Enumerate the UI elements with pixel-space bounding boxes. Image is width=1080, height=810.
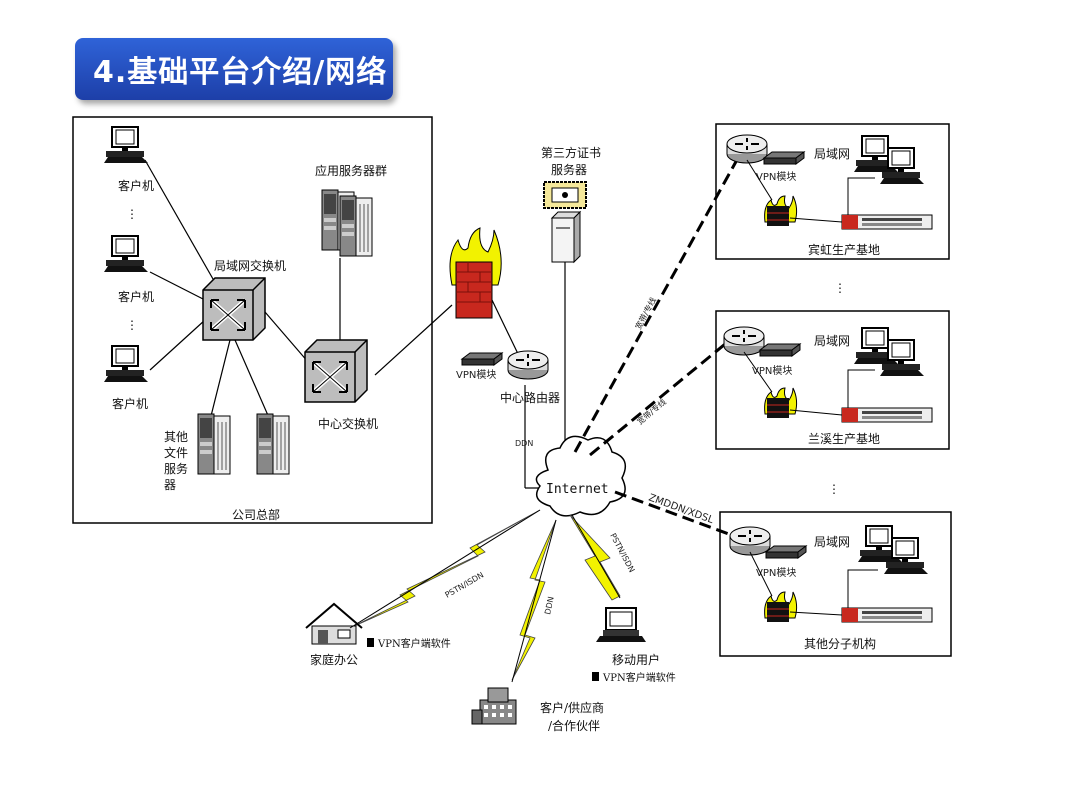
- branch3-link-label: ZMDDN/XDSL: [647, 492, 715, 526]
- center-vpn-label: VPN模块: [456, 369, 496, 381]
- client-ellipsis-2: ⋮: [126, 318, 138, 332]
- branch1-vpn-label: VPN模块: [756, 171, 796, 183]
- vpn-module-icon: [461, 352, 503, 366]
- home-office-label: 家庭办公: [310, 652, 358, 667]
- center-router-label: 中心路由器: [500, 390, 560, 405]
- client-label-2: 客户机: [118, 289, 154, 304]
- wan-links: [573, 157, 746, 542]
- laptop-icon: [596, 607, 646, 642]
- branch3-lan-label: 局域网: [814, 535, 850, 549]
- core-switch-label: 中心交换机: [318, 416, 378, 431]
- client-label-1: 客户机: [118, 178, 154, 193]
- partner-label-2: /合作伙伴: [548, 718, 600, 733]
- branch3-name: 其他分子机构: [804, 636, 876, 651]
- certificate-icon: [543, 181, 587, 209]
- app-server-icon: [339, 195, 373, 257]
- branch-ellipsis-2: ⋮: [828, 482, 840, 496]
- app-servers-label: 应用服务器群: [315, 163, 387, 178]
- firewall-icon: [449, 227, 502, 319]
- file-server-label-1: 其他: [164, 430, 188, 444]
- center-links: [491, 262, 566, 489]
- branch-site-3: VPN模块 局域网 其他分子机构: [719, 511, 952, 657]
- partner-label-1: 客户/供应商: [540, 700, 604, 715]
- internet-label: Internet: [546, 482, 609, 497]
- page-title: 4.基础平台介绍/网络: [93, 55, 388, 90]
- hq-links: [144, 159, 453, 421]
- partner-link-label: DDN: [543, 596, 556, 616]
- lightning-links: [349, 509, 621, 681]
- core-switch-icon: [303, 338, 369, 404]
- hq-boundary: [72, 116, 433, 524]
- branch1-name: 宾虹生产基地: [808, 242, 880, 257]
- file-server-label-3: 服务: [164, 461, 188, 476]
- branch2-name: 兰溪生产基地: [808, 432, 880, 446]
- branch1-lan-label: 局域网: [814, 147, 850, 161]
- hq-caption: 公司总部: [232, 507, 280, 522]
- mobile-user-label: 移动用户: [612, 652, 660, 667]
- file-server-label-4: 器: [164, 478, 176, 492]
- mobile-vpn-label: VPN客户端软件: [602, 671, 676, 684]
- home-office-icon: [305, 602, 363, 645]
- branch-site-2: VPN模块 局域网 兰溪生产基地: [715, 310, 950, 450]
- file-server-icon: [256, 413, 290, 475]
- branch-site-1: VPN模块 局域网 宾虹生产基地: [715, 123, 950, 260]
- mobile-link-label: PSTN/ISDN: [608, 532, 636, 574]
- client-ellipsis-1: ⋮: [126, 207, 138, 221]
- document-icon: [367, 638, 374, 647]
- ca-label-1: 第三方证书: [541, 145, 601, 160]
- ca-server-icon: [550, 210, 582, 264]
- branch3-vpn-label: VPN模块: [756, 567, 796, 579]
- title-banner: 4.基础平台介绍/网络: [75, 38, 393, 100]
- building-icon: [471, 687, 517, 725]
- home-vpn-label: VPN客户端软件: [377, 637, 451, 650]
- center-router-icon: [507, 350, 549, 380]
- home-link-label: PSTN/ISDN: [444, 570, 486, 599]
- branch-ellipsis-1: ⋮: [834, 281, 846, 295]
- ddn-label: DDN: [515, 439, 533, 448]
- lan-switch-icon: [201, 276, 267, 342]
- document-icon: [592, 672, 599, 681]
- branch2-link-label: 宽带/专线: [635, 397, 668, 427]
- ca-label-2: 服务器: [551, 162, 587, 177]
- file-server-label-2: 文件: [164, 445, 188, 460]
- file-server-icon: [197, 413, 231, 475]
- branch2-lan-label: 局域网: [814, 334, 850, 348]
- client-pc-icon: [103, 126, 149, 164]
- client-pc-icon: [103, 345, 149, 383]
- internet-cloud-icon: [535, 435, 627, 517]
- client-pc-icon: [103, 235, 149, 273]
- remote-links: [349, 509, 621, 683]
- client-label-3: 客户机: [112, 396, 148, 411]
- lan-switch-label: 局域网交换机: [214, 258, 286, 273]
- branch2-vpn-label: VPN模块: [752, 365, 792, 377]
